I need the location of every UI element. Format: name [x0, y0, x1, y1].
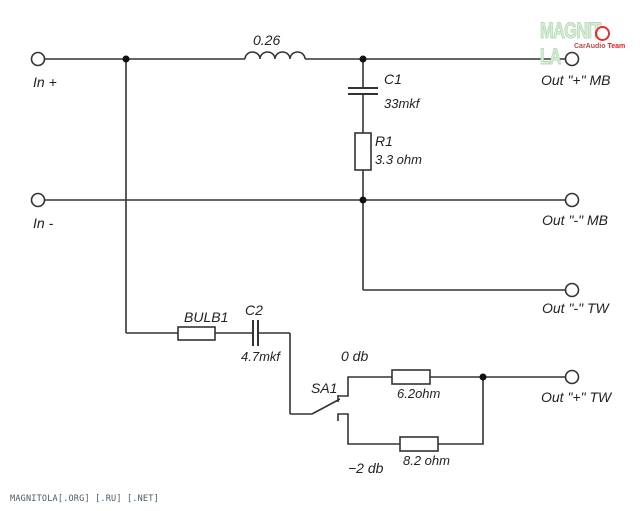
- inductor-l1: [244, 51, 306, 60]
- wire-8-2-to-junction: [438, 377, 484, 445]
- logo-sub-caraudio: CarAudio: [574, 43, 606, 50]
- label-sa1: SA1: [311, 380, 337, 396]
- label-out-minus-tw: Out "-" TW: [542, 300, 610, 316]
- junction-dot-in-plus: [122, 55, 130, 63]
- label-r-8-2ohm: 8.2 ohm: [403, 453, 450, 468]
- resistor-r1: [354, 132, 372, 171]
- label-minus-2db: −2 db: [348, 460, 384, 476]
- label-bulb1: BULB1: [184, 309, 228, 325]
- footer-watermark: MAGNITOLA[.ORG] [.RU] [.NET]: [10, 494, 159, 504]
- label-r1-value: 3.3 ohm: [375, 152, 422, 167]
- label-c2-value: 4.7mkf: [241, 349, 281, 364]
- label-c1-value: 33mkf: [384, 96, 421, 111]
- logo-subtitle: CarAudio Team: [574, 43, 625, 50]
- label-out-plus-tw: Out "+" TW: [541, 389, 613, 405]
- terminal-out-minus-mb: [564, 192, 580, 208]
- logo-sub-team: Team: [607, 43, 626, 50]
- logo-ring-icon: [595, 26, 610, 41]
- terminal-in-plus: [30, 51, 46, 67]
- label-r-6-2ohm: 6.2ohm: [397, 386, 441, 401]
- switch-sa1-contact-bottom: [337, 413, 400, 445]
- switch-sa1-lever: [311, 398, 341, 415]
- resistor-6-2ohm: [391, 369, 431, 385]
- label-c2-name: C2: [245, 302, 263, 318]
- label-0db: 0 db: [341, 348, 368, 364]
- terminal-out-minus-tw: [564, 282, 580, 298]
- label-in-minus: In -: [33, 215, 54, 231]
- terminal-out-plus-tw: [564, 369, 580, 385]
- label-c1-name: C1: [384, 71, 402, 87]
- label-out-plus-mb: Out "+" MB: [541, 72, 610, 88]
- terminal-out-plus-mb: [564, 51, 580, 67]
- junction-dot-ground: [359, 196, 367, 204]
- bulb-bulb1: [177, 326, 216, 341]
- label-r1-name: R1: [375, 133, 393, 149]
- resistor-8-2ohm: [399, 436, 439, 452]
- wire-switch-0db: [338, 376, 392, 397]
- label-out-minus-mb: Out "-" MB: [542, 212, 608, 228]
- magnitola-logo: MAGNIT LA CarAudio Team: [540, 18, 630, 70]
- label-in-plus: In +: [33, 74, 57, 90]
- label-inductor-value: 0.26: [253, 32, 280, 48]
- terminal-in-minus: [30, 192, 46, 208]
- junction-dot-tw-plus: [479, 373, 487, 381]
- junction-dot-c1: [359, 55, 367, 63]
- logo-main-text: MAGNIT LA: [540, 18, 602, 70]
